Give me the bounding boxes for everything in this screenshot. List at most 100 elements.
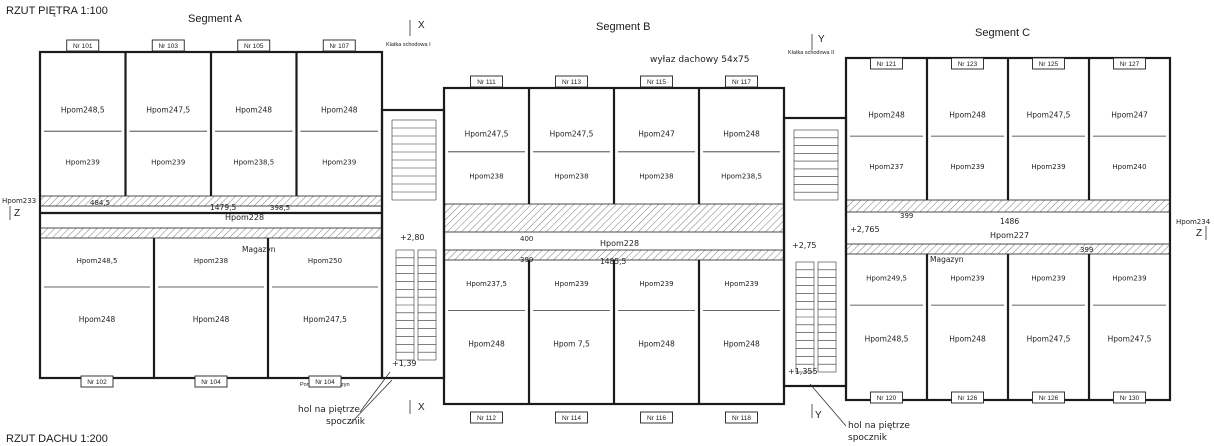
room-height-label: Hpom248 xyxy=(723,130,760,139)
dim-a-bottom: 398,5 xyxy=(270,204,290,212)
svg-text:Nr 130: Nr 130 xyxy=(1120,395,1140,402)
room-number-tag: Nr 125 xyxy=(1032,57,1065,70)
dim-b-total: 1485,5 xyxy=(600,257,626,266)
hall-label-left: hol na piętrze xyxy=(298,405,360,415)
room-height-label: Hpom248 xyxy=(468,339,505,348)
stairwell-1-label: Klatka schodowa I xyxy=(386,42,431,48)
room-height-label: Hpom248 xyxy=(949,111,986,120)
room-number-tag: Nr 107 xyxy=(322,39,356,52)
section-mark-x-bottom: X xyxy=(418,402,425,413)
room-number-tag: Nr 102 xyxy=(80,375,114,388)
stairwell-2 xyxy=(782,116,848,388)
dim-a-top: 484,5 xyxy=(90,199,110,207)
section-mark-z-right: Z xyxy=(1196,228,1202,239)
room-number-tag: Nr 114 xyxy=(555,411,588,424)
room-height-label: Hpom248 xyxy=(723,339,760,348)
room-height-label: Hpom239 xyxy=(950,274,984,282)
svg-text:Nr 112: Nr 112 xyxy=(477,415,496,422)
room-height-label: Hpom247 xyxy=(638,130,675,139)
plan-title: RZUT PIĘTRA 1:100 xyxy=(6,5,108,17)
room-height-label: Hpom237 xyxy=(869,163,903,171)
room-height-label: Hpom 7,5 xyxy=(553,339,590,348)
room-height-label: Hpom238,5 xyxy=(233,158,274,166)
room-height-label: Hpom238 xyxy=(194,257,228,265)
room-height-label: Hpom248,5 xyxy=(865,335,909,344)
hall-label-right: hol na piętrze xyxy=(848,421,910,431)
dim-c-total: 1486 xyxy=(1000,217,1019,226)
room-number-tag: Nr 113 xyxy=(555,75,588,88)
room-number-tag: Nr 104 xyxy=(194,375,228,388)
dim-b-bottom: 399 xyxy=(520,256,533,264)
elevation-c: +2,765 xyxy=(850,225,880,234)
room-number-tag: Nr 104 xyxy=(308,375,342,388)
room-number-tag: Nr 115 xyxy=(640,75,673,88)
room-height-label: Hpom238,5 xyxy=(721,172,762,180)
corridor-a-height: Hpom228 xyxy=(225,213,264,222)
svg-text:Nr 123: Nr 123 xyxy=(958,61,978,68)
corridor-c-height: Hpom227 xyxy=(990,231,1029,240)
dim-a-total: 1479,5 xyxy=(210,203,236,212)
svg-text:Nr 115: Nr 115 xyxy=(647,79,666,86)
room-height-label: Hpom239 xyxy=(151,158,185,166)
room-height-label: Hpom247,5 xyxy=(1027,111,1071,120)
room-number-tag: Nr 117 xyxy=(725,75,758,88)
svg-text:Nr 113: Nr 113 xyxy=(562,79,581,86)
roof-plan-title: RZUT DACHU 1:200 xyxy=(6,433,108,445)
room-height-label: Hpom247 xyxy=(1111,111,1148,120)
room-number-tag: Nr 105 xyxy=(237,39,271,52)
segment-b-label: Segment B xyxy=(596,21,650,33)
room-height-label: Hpom248,5 xyxy=(61,105,105,114)
svg-text:Nr 120: Nr 120 xyxy=(877,395,897,402)
room-height-label: Hpom239 xyxy=(1031,163,1065,171)
room-height-label: Hpom239 xyxy=(639,280,673,288)
level-left: Hpom233 xyxy=(2,197,36,205)
svg-text:Nr 117: Nr 117 xyxy=(732,79,751,86)
room-height-label: Hpom239 xyxy=(1031,274,1065,282)
room-height-label: Hpom248 xyxy=(235,105,272,114)
room-number-tag: Nr 118 xyxy=(725,411,758,424)
room-height-label: Hpom239 xyxy=(1112,274,1146,282)
svg-text:Nr 101: Nr 101 xyxy=(73,43,93,50)
room-height-label: Hpom247,5 xyxy=(1027,335,1071,344)
room-number-tag: Nr 120 xyxy=(870,391,903,404)
stair-flight xyxy=(395,249,415,361)
room-number-tag: Nr 127 xyxy=(1113,57,1146,70)
svg-text:Nr 116: Nr 116 xyxy=(647,415,666,422)
svg-text:Nr 121: Nr 121 xyxy=(877,61,897,68)
room-number-tag: Nr 111 xyxy=(470,75,503,88)
svg-text:Nr 126: Nr 126 xyxy=(1039,395,1059,402)
stair-flight xyxy=(391,119,437,201)
svg-text:Nr 118: Nr 118 xyxy=(732,415,751,422)
landing-label-right: spocznik xyxy=(848,433,888,443)
room-number-tag: Nr 101 xyxy=(66,39,100,52)
svg-text:Nr 103: Nr 103 xyxy=(158,43,178,50)
svg-text:Nr 102: Nr 102 xyxy=(87,379,107,386)
stair-flight xyxy=(417,249,437,361)
dim-b-top: 400 xyxy=(520,235,533,243)
room-height-label: Hpom247,5 xyxy=(550,130,594,139)
room-height-label: Hpom239 xyxy=(322,158,356,166)
room-height-label: Hpom248 xyxy=(79,315,116,324)
stair-flight xyxy=(817,261,837,373)
segment-c-label: Segment C xyxy=(975,27,1030,39)
room-number-tag: Nr 103 xyxy=(151,39,185,52)
room-number-tag: Nr 116 xyxy=(640,411,673,424)
svg-text:Nr 125: Nr 125 xyxy=(1039,61,1059,68)
section-mark-y-top: Y xyxy=(818,34,825,45)
room-number-tag: Nr 121 xyxy=(870,57,903,70)
svg-text:Nr 105: Nr 105 xyxy=(244,43,264,50)
room-height-label: Hpom248 xyxy=(868,111,905,120)
room-height-label: Hpom239 xyxy=(724,280,758,288)
room-height-label: Hpom248,5 xyxy=(77,257,118,265)
elevation-e: +1,355 xyxy=(788,367,818,376)
svg-text:Nr 107: Nr 107 xyxy=(329,43,349,50)
room-number-tag: Nr 126 xyxy=(1032,391,1065,404)
segment-a-label: Segment A xyxy=(188,13,242,25)
svg-text:Nr 114: Nr 114 xyxy=(562,415,581,422)
svg-text:Nr 104: Nr 104 xyxy=(315,379,335,386)
room-height-label: Hpom239 xyxy=(554,280,588,288)
room-height-label: Hpom247,5 xyxy=(146,105,190,114)
dim-c-bottom: 399 xyxy=(1080,246,1093,254)
roof-exit-label: wyłaz dachowy 54x75 xyxy=(650,55,750,65)
